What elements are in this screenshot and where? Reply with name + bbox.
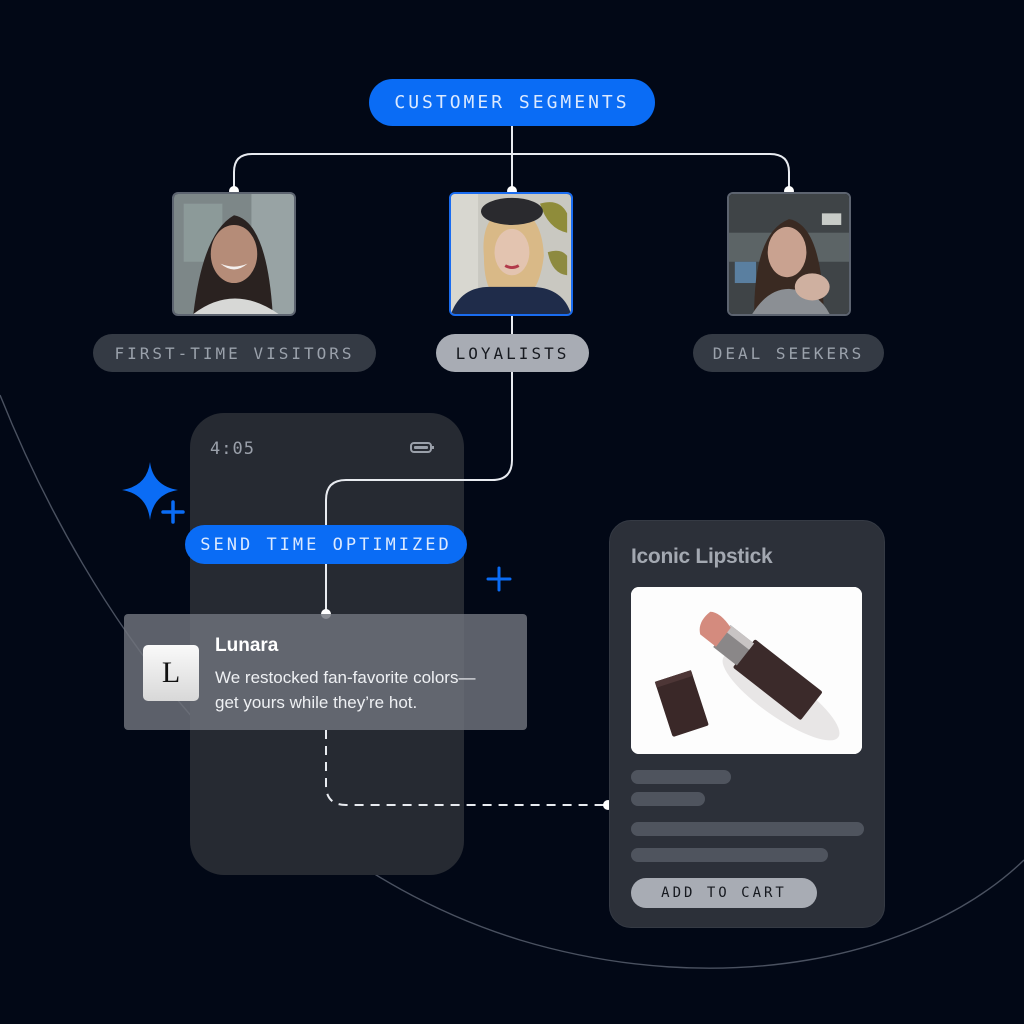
segment-pill-first-time-visitors[interactable]: FIRST-TIME VISITORS: [93, 334, 376, 372]
push-notification[interactable]: L Lunara We restocked fan-favorite color…: [124, 614, 527, 730]
send-time-optimized-pill[interactable]: SEND TIME OPTIMIZED: [185, 525, 467, 564]
app-icon-letter: L: [161, 656, 181, 689]
skeleton-line: [631, 848, 828, 862]
cafe-woman-photo: [729, 194, 849, 314]
smiling-woman-photo: [174, 194, 294, 314]
skeleton-line: [631, 770, 731, 784]
segment-photo-loyalists[interactable]: [449, 192, 573, 316]
sparkle-icon: [122, 462, 185, 524]
segment-label: LOYALISTS: [455, 343, 570, 363]
skeleton-line: [631, 792, 705, 806]
skeleton-line: [631, 822, 864, 836]
product-image[interactable]: [631, 587, 862, 754]
segment-pill-deal-seekers[interactable]: DEAL SEEKERS: [693, 334, 884, 372]
segment-photo-deal-seekers[interactable]: [727, 192, 851, 316]
add-to-cart-button[interactable]: ADD TO CART: [631, 878, 817, 908]
app-icon: L: [143, 645, 199, 701]
customer-segments-label: CUSTOMER SEGMENTS: [394, 92, 630, 113]
send-time-optimized-label: SEND TIME OPTIMIZED: [200, 534, 452, 555]
product-title: Iconic Lipstick: [631, 545, 773, 568]
notification-message-line: We restocked fan-favorite colors—: [215, 668, 476, 687]
plus-icon: [486, 566, 512, 592]
segment-label: FIRST-TIME VISITORS: [114, 343, 355, 363]
blonde-woman-photo: [451, 194, 571, 314]
segment-label: DEAL SEEKERS: [712, 343, 865, 363]
segment-photo-first-time-visitors[interactable]: [172, 192, 296, 316]
segment-pill-loyalists[interactable]: LOYALISTS: [436, 334, 589, 372]
notification-message: We restocked fan-favorite colors— get yo…: [215, 665, 475, 715]
add-to-cart-label: ADD TO CART: [661, 885, 787, 901]
product-card: Iconic Lipstick ADD TO CART: [609, 520, 885, 928]
notification-message-line: get yours while they’re hot.: [215, 693, 418, 712]
connector-branch: [233, 153, 790, 192]
customer-segments-pill[interactable]: CUSTOMER SEGMENTS: [369, 79, 655, 126]
notification-title: Lunara: [215, 635, 279, 656]
battery-icon: [410, 442, 434, 453]
phone-time: 4:05: [210, 439, 255, 459]
lipstick-image: [631, 587, 862, 754]
